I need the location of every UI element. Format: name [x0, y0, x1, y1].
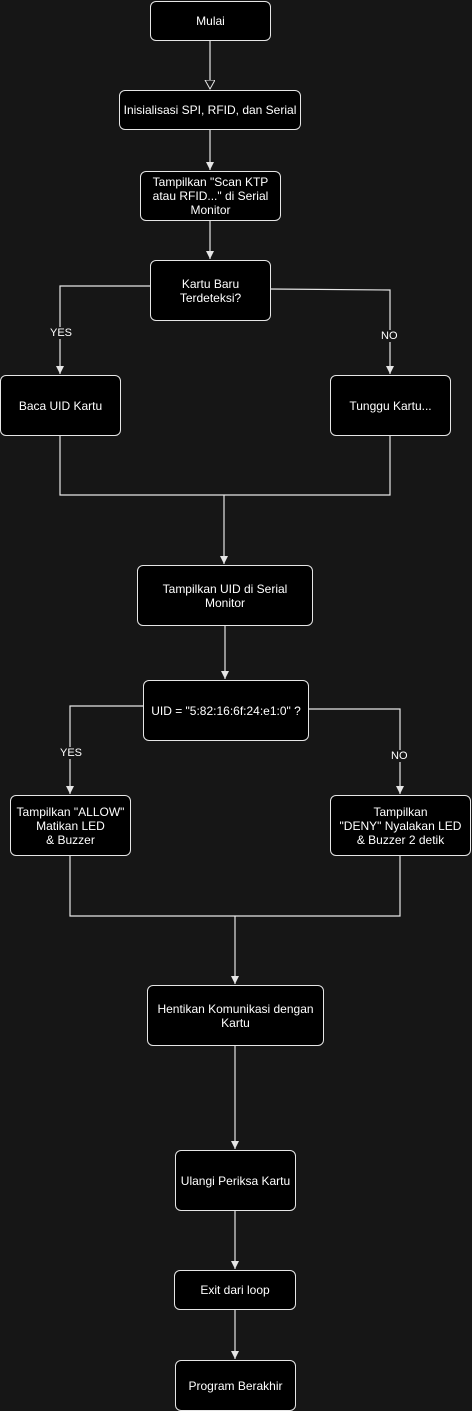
node-start: Mulai [150, 1, 271, 41]
label-card-no: NO [380, 330, 399, 342]
edge-uid-no [308, 708, 404, 794]
node-show-uid: Tampilkan UID di Serial Monitor [137, 565, 313, 626]
edge-allow-merge [69, 856, 235, 917]
edge-read-uid-merge [59, 436, 224, 496]
node-stop-comm: Hentikan Komunikasi dengan Kartu [147, 985, 324, 1046]
edge-card-no [269, 288, 394, 374]
edge-card-yes [56, 285, 150, 374]
node-repeat: Ulangi Periksa Kartu [175, 1150, 296, 1211]
node-deny: Tampilkan "DENY" Nyalakan LED & Buzzer 2… [330, 795, 471, 856]
label-uid-no: NO [390, 750, 409, 762]
node-init: Inisialisasi SPI, RFID, dan Serial [119, 90, 301, 130]
edge-uid-yes [66, 705, 143, 794]
node-card-detected: Kartu Baru Terdeteksi? [150, 260, 271, 321]
edge-wait-card-merge [224, 436, 391, 496]
node-uid-check: UID = "5:82:16:6f:24:e1:0" ? [143, 680, 309, 741]
node-end: Program Berakhir [175, 1360, 296, 1411]
node-exit-loop: Exit dari loop [174, 1270, 296, 1310]
node-read-uid: Baca UID Kartu [0, 375, 121, 436]
node-show-scan: Tampilkan "Scan KTP atau RFID..." di Ser… [140, 171, 281, 221]
edge-deny-merge [235, 856, 401, 917]
node-allow: Tampilkan "ALLOW" Matikan LED & Buzzer [10, 795, 131, 856]
label-card-yes: YES [49, 327, 74, 339]
node-wait-card: Tunggu Kartu... [330, 375, 451, 436]
label-uid-yes: YES [59, 747, 84, 759]
